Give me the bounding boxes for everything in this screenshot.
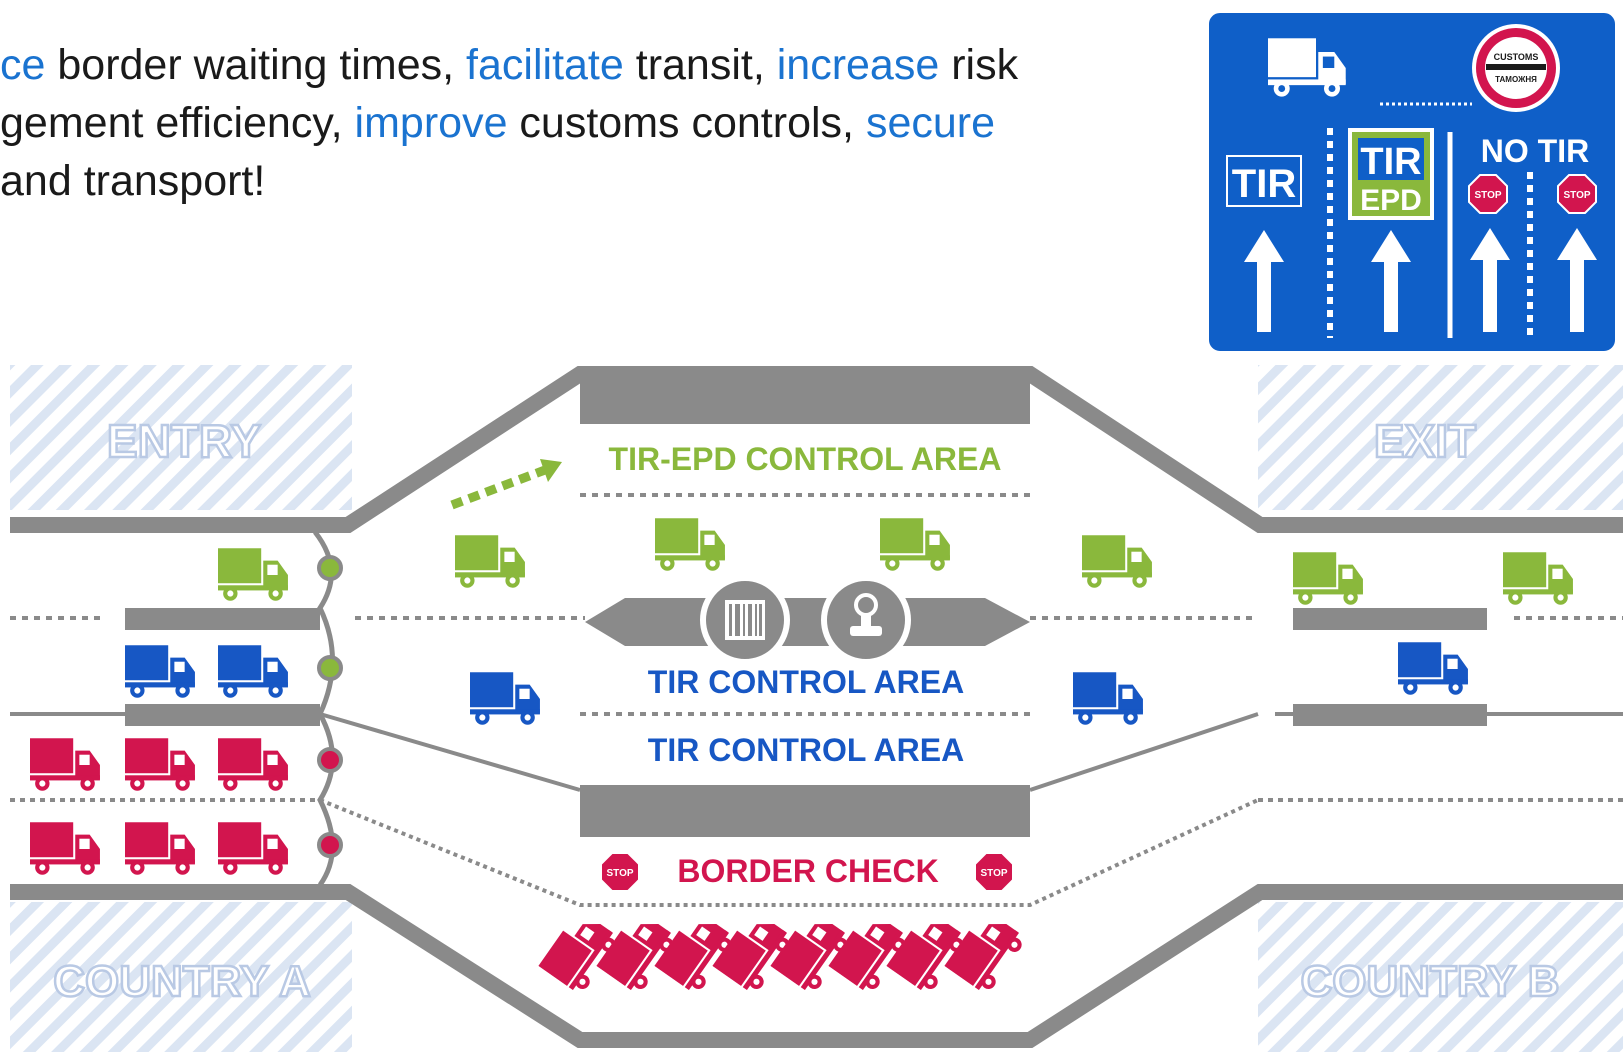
truck-icon xyxy=(125,645,195,698)
lane-divider-left-upper xyxy=(125,608,320,630)
truck-icon xyxy=(30,822,100,875)
truck-icon xyxy=(655,518,725,571)
road-bottom-boundary xyxy=(10,884,1623,1048)
truck-icon xyxy=(880,518,950,571)
headline-line-1: ce border waiting times, facilitate tran… xyxy=(0,36,1130,94)
truck-icon xyxy=(30,738,100,791)
barcode-scanner-icon xyxy=(700,575,790,665)
truck-icon xyxy=(218,822,288,875)
lane-divider-right-lower xyxy=(1293,704,1487,726)
truck-icon xyxy=(125,822,195,875)
tir-area-label-lower: TIR CONTROL AREA xyxy=(648,732,964,768)
headline-line-3: and transport! xyxy=(0,152,1130,210)
sign-stop-icon: STOP xyxy=(1468,174,1508,214)
headline-keyword: facilitate xyxy=(466,41,624,89)
customs-stamp-icon xyxy=(821,575,911,665)
top-inspection-block xyxy=(580,374,1030,424)
tir-epd-direction-arrow xyxy=(450,459,562,510)
stop-sign-icon: STOP xyxy=(600,852,640,892)
truck-icon xyxy=(944,908,1028,997)
truck-icon xyxy=(1398,642,1468,695)
lane-markings xyxy=(10,493,1623,907)
country-b-zone xyxy=(1258,902,1623,1052)
tir-area-label-upper: TIR CONTROL AREA xyxy=(648,664,964,700)
entry-zone xyxy=(10,365,352,510)
headline-keyword: increase xyxy=(776,41,940,89)
sign-lane3-label: NO TIR xyxy=(1481,133,1589,169)
truck-icon xyxy=(1503,552,1573,605)
svg-text:ТАМОЖНЯ: ТАМОЖНЯ xyxy=(1495,75,1537,84)
control-island xyxy=(585,598,1030,646)
country-b-label: COUNTRY B xyxy=(1300,957,1559,1006)
headline-text-segment: border waiting times, xyxy=(45,41,467,89)
sign-lane1-label: TIR xyxy=(1232,162,1297,206)
entry-barrier-curve xyxy=(313,530,335,887)
lower-inspection-block xyxy=(580,785,1030,837)
sign-stop-icon: STOP xyxy=(1557,174,1597,214)
svg-text:STOP: STOP xyxy=(980,868,1007,879)
sign-lane-arrows xyxy=(1244,228,1597,332)
truck-icon xyxy=(1082,535,1152,588)
truck-icon xyxy=(455,535,525,588)
headline-line-2: gement efficiency, improve customs contr… xyxy=(0,94,1130,152)
headline-keyword: secure xyxy=(865,99,996,147)
sign-lane1-box xyxy=(1226,155,1302,207)
customs-lane-sign: CUSTOMS ТАМОЖНЯ TIR TIR EPD NO TIR STOP … xyxy=(1203,7,1621,357)
headline-text-segment: transit, xyxy=(623,41,777,89)
headline-text-segment: customs controls, xyxy=(507,99,866,147)
border-check-label: BORDER CHECK xyxy=(677,853,938,889)
country-a-zone xyxy=(10,902,352,1052)
svg-text:STOP: STOP xyxy=(1563,190,1590,201)
sign-lane2-label-top: TIR xyxy=(1360,141,1421,183)
tir-epd-area-label: TIR-EPD CONTROL AREA xyxy=(609,441,1002,477)
entry-signal-lights xyxy=(317,555,343,858)
svg-text:CUSTOMS: CUSTOMS xyxy=(1494,52,1539,62)
entry-label: ENTRY xyxy=(107,415,261,467)
customs-sign-icon: CUSTOMS ТАМОЖНЯ xyxy=(1472,24,1560,112)
truck-icon xyxy=(218,548,288,601)
headline-text-segment: risk xyxy=(939,41,1019,89)
sign-lane2-label-bottom: EPD xyxy=(1360,184,1422,217)
headline-keyword: ce xyxy=(0,41,46,89)
truck-icon xyxy=(1293,552,1363,605)
truck-icon xyxy=(470,672,540,725)
exit-label: EXIT xyxy=(1374,415,1476,467)
truck-icon xyxy=(218,645,288,698)
lane-divider-left-lower xyxy=(125,704,320,726)
truck-icon xyxy=(125,738,195,791)
lane-divider-right-upper xyxy=(1293,608,1487,630)
headline-keyword: improve xyxy=(354,99,508,147)
truck-icon xyxy=(1073,672,1143,725)
stop-sign-icon: STOP xyxy=(974,852,1014,892)
country-a-label: COUNTRY A xyxy=(53,957,311,1006)
truck-icon xyxy=(218,738,288,791)
headline-text-segment: and transport! xyxy=(0,157,266,205)
svg-text:STOP: STOP xyxy=(1474,190,1501,201)
headline-text: ce border waiting times, facilitate tran… xyxy=(0,36,1130,210)
headline-text-segment: gement efficiency, xyxy=(0,99,355,147)
exit-zone xyxy=(1258,365,1623,510)
svg-text:STOP: STOP xyxy=(606,868,633,879)
